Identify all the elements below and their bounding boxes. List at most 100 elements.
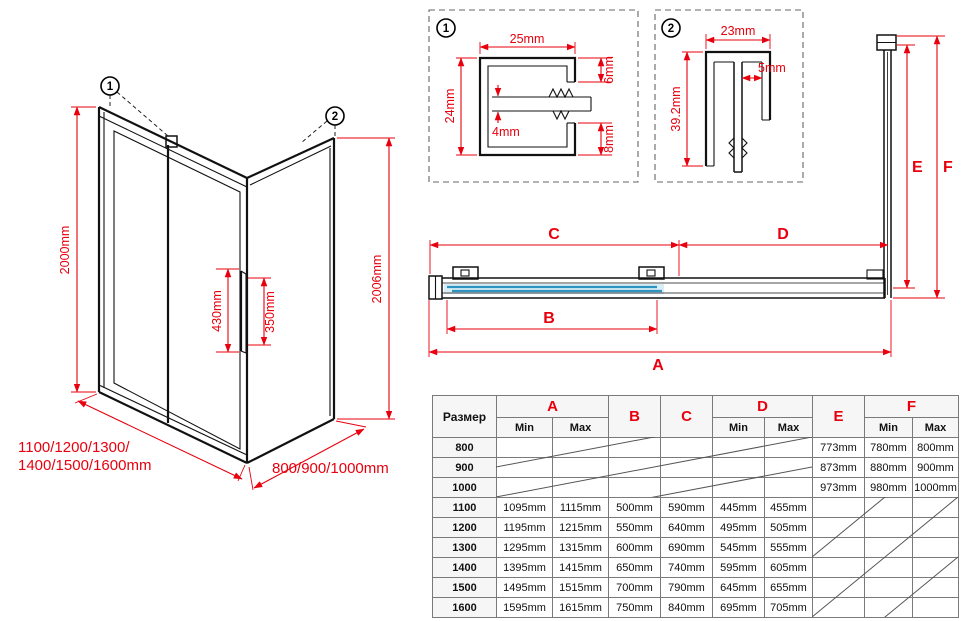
- row-size-label: 1100: [432, 497, 497, 518]
- size-value-cell: [864, 557, 913, 578]
- size-value-cell: 1215mm: [552, 517, 609, 538]
- size-value-cell: 1615mm: [552, 597, 609, 618]
- size-value-cell: 973mm: [812, 477, 865, 498]
- subheader-f-max: Max: [911, 417, 960, 438]
- size-table-container: Размер A B C D E F Min Max Min Max Min M…: [432, 395, 960, 618]
- size-value-cell: 1415mm: [552, 557, 609, 578]
- size-value-cell: 1000mm: [911, 477, 960, 498]
- size-value-cell: 455mm: [764, 497, 813, 518]
- row-size-label: 1300: [432, 537, 497, 558]
- col-header-b: B: [608, 395, 661, 438]
- size-value-cell: 740mm: [660, 557, 713, 578]
- dim-4mm: 4mm: [492, 125, 520, 139]
- size-value-cell: [864, 577, 913, 598]
- size-value-cell: [496, 477, 553, 498]
- subheader-a-max: Max: [552, 417, 609, 438]
- size-value-cell: 640mm: [660, 517, 713, 538]
- roller-bracket: [165, 135, 178, 148]
- dim-8mm: 8mm: [602, 125, 616, 153]
- size-value-cell: 1195mm: [496, 517, 553, 538]
- dim-width-options-line1: 1100/1200/1300/: [18, 439, 130, 456]
- size-value-cell: 595mm: [712, 557, 765, 578]
- size-value-cell: 695mm: [712, 597, 765, 618]
- marker-2-number: 2: [332, 111, 338, 123]
- dim-letter-e: E: [912, 159, 923, 176]
- size-value-cell: [712, 477, 765, 498]
- size-value-cell: [552, 477, 609, 498]
- plan-view-drawing: C D B A E F: [428, 34, 953, 374]
- size-value-cell: [496, 457, 553, 478]
- dim-6mm: 6mm: [602, 56, 616, 84]
- size-value-cell: 705mm: [764, 597, 813, 618]
- size-value-cell: [764, 477, 813, 498]
- col-header-c: C: [660, 395, 713, 438]
- detail-2-badge: [661, 18, 681, 38]
- size-value-cell: 1495mm: [496, 577, 553, 598]
- size-value-cell: [911, 557, 960, 578]
- detail-2-number: 2: [668, 23, 674, 35]
- dim-letter-b: B: [543, 310, 555, 327]
- col-header-f: F: [863, 395, 960, 418]
- roller-bracket-right: [638, 266, 665, 280]
- size-value-cell: [660, 457, 713, 478]
- size-value-cell: [864, 517, 913, 538]
- size-value-cell: [812, 497, 865, 518]
- size-value-cell: 600mm: [608, 537, 661, 558]
- dim-letter-a: A: [652, 357, 664, 374]
- size-value-cell: [660, 477, 713, 498]
- size-value-cell: [764, 437, 813, 458]
- size-value-cell: 690mm: [660, 537, 713, 558]
- size-value-cell: 1295mm: [496, 537, 553, 558]
- size-value-cell: 1095mm: [496, 497, 553, 518]
- size-value-cell: 495mm: [712, 517, 765, 538]
- dim-handle-inner: 350mm: [263, 291, 277, 333]
- size-value-cell: [812, 557, 865, 578]
- size-value-cell: [812, 537, 865, 558]
- col-header-a: A: [496, 395, 609, 418]
- dim-24mm: 24mm: [443, 89, 457, 124]
- size-value-cell: 773mm: [812, 437, 865, 458]
- dim-depth-options: 800/900/1000mm: [272, 460, 389, 477]
- row-size-label: 1600: [432, 597, 497, 618]
- row-size-label: 1400: [432, 557, 497, 578]
- size-value-cell: [812, 517, 865, 538]
- row-size-label: 900: [432, 457, 497, 478]
- glass-clip-teeth: [548, 87, 574, 99]
- size-value-cell: [911, 537, 960, 558]
- size-value-cell: 555mm: [764, 537, 813, 558]
- marker-1-number: 1: [107, 81, 114, 93]
- subheader-a-min: Min: [496, 417, 553, 438]
- size-value-cell: 1595mm: [496, 597, 553, 618]
- dim-height-left: 2000mm: [58, 226, 72, 275]
- size-value-cell: 605mm: [764, 557, 813, 578]
- profile-detail-1: 1 25mm 24mm 6mm 8mm 4mm: [428, 9, 639, 183]
- size-value-cell: 980mm: [864, 477, 913, 498]
- dim-letter-f: F: [943, 159, 953, 176]
- size-value-cell: [864, 537, 913, 558]
- size-value-cell: 790mm: [660, 577, 713, 598]
- detail-1-badge: [436, 18, 456, 38]
- dim-39-2mm: 39.2mm: [669, 86, 683, 131]
- roller-bracket-left: [452, 266, 479, 280]
- size-value-cell: 650mm: [608, 557, 661, 578]
- size-value-cell: [552, 457, 609, 478]
- size-value-cell: [496, 437, 553, 458]
- size-value-cell: 1315mm: [552, 537, 609, 558]
- size-value-cell: 873mm: [812, 457, 865, 478]
- col-header-d: D: [712, 395, 813, 418]
- size-value-cell: [911, 577, 960, 598]
- size-value-cell: 545mm: [712, 537, 765, 558]
- dim-25mm: 25mm: [510, 32, 545, 46]
- col-header-e: E: [812, 395, 865, 438]
- size-value-cell: [712, 457, 765, 478]
- iso-view-drawing: 1 2 2000mm 2006mm 430mm 350mm 1100/1200/…: [18, 76, 395, 491]
- dim-handle-height: 430mm: [210, 290, 224, 332]
